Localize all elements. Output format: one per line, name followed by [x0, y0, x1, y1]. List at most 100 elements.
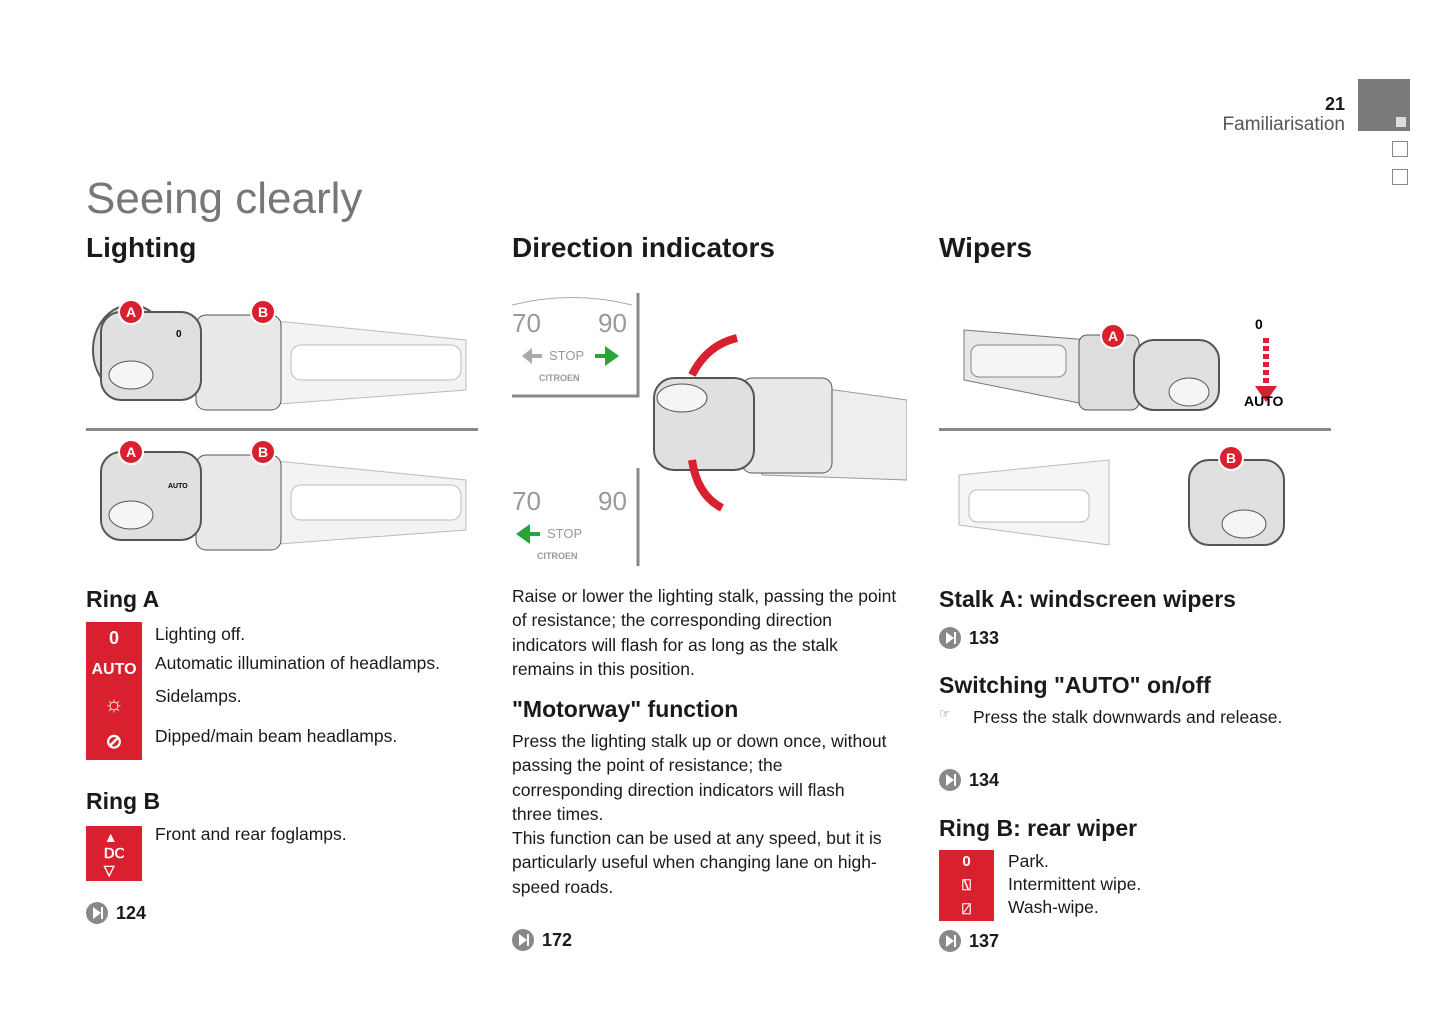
- chapter-tab-marker[interactable]: [1392, 141, 1408, 157]
- illustration-shape: [968, 489, 1090, 523]
- label-a: A: [126, 444, 136, 460]
- stalk-b: B: [958, 445, 1285, 546]
- rear-wiper-item: Intermittent wipe.: [1008, 874, 1142, 894]
- illustration-shape: [1100, 323, 1126, 349]
- chapter-title: Familiarisation: [1222, 114, 1345, 135]
- illustration-label: 90: [598, 486, 627, 516]
- illustration-label: STOP: [549, 348, 584, 363]
- reference-icon: [939, 769, 961, 791]
- auto-instruction: Press the stalk downwards and release.: [973, 707, 1283, 727]
- illustration-shape: [108, 360, 154, 390]
- sidelamps-icon: ☼: [103, 691, 125, 716]
- illustration-shape: [250, 299, 276, 325]
- reference-icon: [512, 929, 534, 951]
- down-arrow-icon: [1255, 386, 1277, 402]
- illustration-shape: [108, 500, 154, 530]
- illustration-shape: [100, 311, 202, 401]
- motorway-heading: "Motorway" function: [512, 696, 739, 722]
- auto-icon: AUTO: [91, 661, 137, 678]
- page-reference[interactable]: 134: [939, 769, 999, 791]
- page-title: Seeing clearly: [86, 174, 363, 223]
- lighting-heading: Lighting: [86, 232, 197, 263]
- reference-page: 133: [969, 627, 1000, 648]
- page-reference[interactable]: 172: [512, 929, 572, 951]
- auto-heading: Switching "AUTO" on/off: [939, 672, 1211, 698]
- ring-a-item: Dipped/main beam headlamps.: [155, 726, 398, 746]
- label-b: B: [258, 444, 268, 460]
- right-arrow-icon: [595, 346, 619, 366]
- direction-body: Raise or lower the lighting stalk, passi…: [512, 586, 897, 679]
- headlamps-icon: ⊘: [105, 731, 123, 753]
- page-reference[interactable]: 133: [939, 627, 999, 649]
- label-b: B: [258, 304, 268, 320]
- speedometer-left: 70 90 STOP CITROEN: [512, 468, 640, 566]
- reference-icon: [939, 930, 961, 952]
- illustration-shape: [688, 459, 725, 512]
- direction-heading: Direction indicators: [512, 232, 775, 263]
- page-reference[interactable]: 137: [939, 930, 999, 952]
- intermittent-wipe-icon: ⍂: [961, 876, 971, 894]
- illustration-shape: [970, 344, 1067, 378]
- rear-wiper-icon-panel: 0 ⍂ ⍁: [939, 850, 994, 921]
- position-zero: 0: [1255, 316, 1263, 332]
- illustration-shape: [195, 454, 282, 551]
- illustration-shape: [512, 293, 640, 398]
- park-icon: 0: [962, 853, 971, 871]
- ring-a-icon-panel: 0 AUTO ☼ ⊘: [86, 622, 142, 760]
- page-number: 21: [1324, 94, 1345, 114]
- rear-wiper-item: Park.: [1008, 851, 1049, 871]
- illustration-shape: [250, 439, 276, 465]
- ring-b-wiper-heading: Ring B: rear wiper: [939, 815, 1138, 841]
- illustration-shape: [100, 451, 202, 541]
- position-auto: AUTO: [168, 483, 188, 490]
- illustration-shape: [512, 297, 633, 306]
- reference-page: 124: [116, 902, 147, 923]
- illustration-label: 70: [512, 308, 541, 338]
- reference-icon: [939, 627, 961, 649]
- speedometer-right: 70 90 STOP CITROEN: [512, 293, 640, 398]
- illustration-shape: [1218, 445, 1244, 471]
- illustration-shape: [290, 344, 462, 381]
- illustration-shape: [290, 484, 462, 521]
- foglamps-icon: ▲ⅮⅭ▽: [86, 826, 142, 881]
- ring-b-heading: Ring B: [86, 788, 161, 814]
- ring-a-item: Automatic illumination of headlamps.: [155, 653, 441, 673]
- ring-b-item: Front and rear foglamps.: [155, 824, 347, 844]
- position-zero: 0: [176, 329, 182, 340]
- illustration-label: CITROEN: [539, 373, 580, 383]
- chapter-tab-marker[interactable]: [1392, 169, 1408, 185]
- illustration-label: CITROEN: [537, 551, 578, 561]
- lighting-stalk-illustration: A B 0 A B AUTO: [86, 299, 478, 551]
- illustration-shape: [118, 439, 144, 465]
- reference-icon: [86, 902, 108, 924]
- pointing-hand-icon: ☞: [939, 706, 951, 721]
- illustration-shape: [1221, 509, 1267, 539]
- label-a: A: [126, 304, 136, 320]
- illustration-shape: [1168, 377, 1210, 407]
- motorway-body: This function can be used at any speed, …: [512, 828, 882, 897]
- chapter-tab[interactable]: [1358, 79, 1410, 131]
- stalk: [653, 334, 907, 512]
- divider: [939, 428, 1331, 431]
- position-auto: AUTO: [1244, 393, 1284, 409]
- illustration-label: 90: [598, 308, 627, 338]
- illustration-shape: [656, 383, 708, 413]
- page-reference[interactable]: 124: [86, 902, 146, 924]
- illustration-label: STOP: [547, 526, 582, 541]
- stalk-upper: A B 0: [92, 299, 467, 411]
- illustration-label: A: [1108, 328, 1118, 344]
- divider: [86, 428, 478, 431]
- motorway-body: Press the lighting stalk up or down once…: [512, 731, 887, 824]
- stalk-a-heading: Stalk A: windscreen wipers: [939, 586, 1236, 612]
- illustration-shape: [741, 377, 833, 474]
- illustration-shape: [118, 299, 144, 325]
- ring-a-item: Lighting off.: [155, 624, 246, 644]
- illustration-label: 70: [512, 486, 541, 516]
- wash-wipe-icon: ⍁: [961, 900, 971, 918]
- illustration-label: B: [1226, 450, 1236, 466]
- illustration-shape: [522, 348, 542, 364]
- stalk-a: A 0 AUTO: [963, 316, 1284, 411]
- illustration-shape: [688, 334, 739, 377]
- off-icon: 0: [108, 628, 119, 648]
